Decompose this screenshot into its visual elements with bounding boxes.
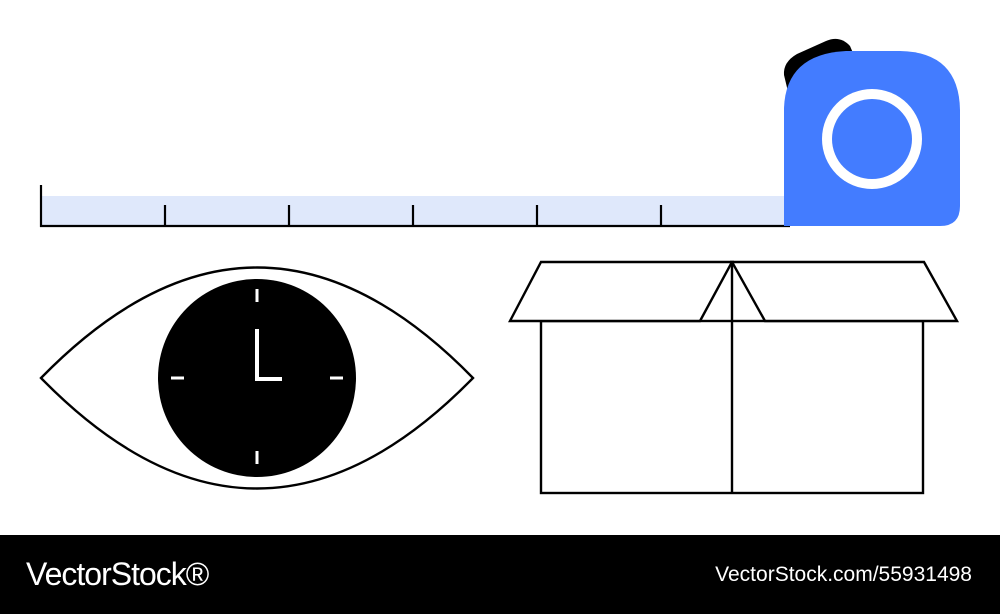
illustration-svg xyxy=(39,38,960,495)
box-flap-left xyxy=(508,260,735,323)
eye-clock-icon xyxy=(39,266,475,490)
box-flap-right xyxy=(729,260,960,323)
tape-hub xyxy=(832,99,912,179)
footer-image-id: VectorStock.com/55931498 xyxy=(715,563,972,586)
footer-logo: VectorStock® xyxy=(26,556,209,592)
tape-measure-icon xyxy=(39,38,960,228)
tape-ruler-lines xyxy=(39,185,790,228)
footer-bar: VectorStock® VectorStock.com/55931498 xyxy=(0,535,1000,614)
tape-strip xyxy=(41,196,791,226)
clock-hands xyxy=(255,329,282,381)
open-box-icon xyxy=(508,260,960,495)
clock-marks xyxy=(171,289,343,464)
